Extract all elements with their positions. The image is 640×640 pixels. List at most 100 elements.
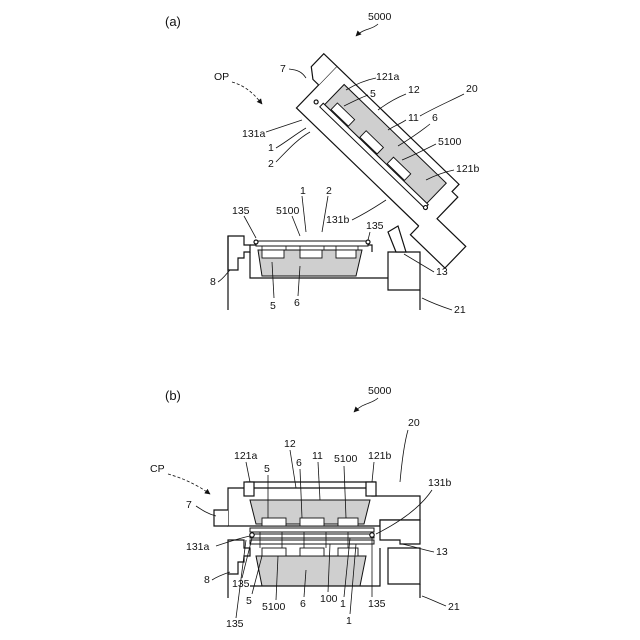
leader-131b (352, 200, 386, 220)
label-5-lower-b: 5 (246, 595, 252, 607)
clip-135-right (366, 240, 370, 244)
upper-cell-2 (300, 518, 324, 526)
label-121a: 121a (376, 71, 400, 83)
label-5100: 5100 (438, 136, 462, 148)
label-6-b: 6 (296, 457, 302, 469)
lower-plate (256, 241, 368, 246)
label-7-b: 7 (186, 499, 192, 511)
label-7: 7 (280, 63, 286, 75)
leader-8-b (212, 572, 230, 580)
label-6-lower: 6 (294, 297, 300, 309)
label-21-b: 21 (448, 601, 460, 613)
lower-gray-holder-b (256, 556, 366, 586)
lower-cell-ticks (262, 246, 358, 250)
label-1-b: 1 (340, 598, 346, 610)
label-5-lower: 5 (270, 300, 276, 312)
lower-cell-2 (300, 250, 322, 258)
label-121b-b: 121b (368, 450, 392, 462)
latch-121a (244, 482, 254, 496)
hinge-link (388, 226, 406, 252)
label-131b: 131b (326, 214, 350, 226)
panel-a-caption: (a) (165, 14, 181, 29)
upper-cell-1 (262, 518, 286, 526)
label-5100-b: 5100 (334, 453, 358, 465)
label-11: 11 (408, 112, 419, 124)
left-notch (228, 236, 250, 270)
leader-21-b (422, 596, 446, 606)
leader-5100-lower (292, 216, 300, 236)
leader-121a-b (246, 462, 250, 482)
label-2: 2 (268, 158, 274, 170)
label-100-b: 100 (320, 593, 338, 605)
lower-cell-1 (262, 250, 284, 258)
label-1: 1 (268, 142, 274, 154)
leader-5000 (356, 24, 378, 36)
upper-cell-3 (338, 518, 358, 526)
label-5000-b: 5000 (368, 385, 392, 397)
leader-7-b (196, 506, 216, 516)
label-135-right: 135 (366, 220, 384, 232)
label-11-b: 11 (312, 450, 323, 462)
label-121a-b: 121a (234, 450, 258, 462)
clip-135-left (254, 240, 258, 244)
clip-135-right-b (370, 533, 374, 537)
lower-plate-b (250, 540, 374, 544)
label-21: 21 (454, 304, 466, 316)
label-cp: CP (150, 463, 165, 475)
label-op: OP (214, 71, 229, 83)
lower-cell-1-b (262, 548, 286, 556)
label-135-right-b: 135 (368, 598, 386, 610)
lower-cell-3 (336, 250, 356, 258)
tilted-lid (275, 54, 493, 268)
upper-plate-b (250, 528, 374, 532)
label-12: 12 (408, 84, 420, 96)
leader-12 (378, 94, 406, 110)
leader-135-right (368, 232, 370, 240)
hinge-block (388, 252, 420, 290)
leader-20-b (400, 430, 408, 482)
label-12-b: 12 (284, 438, 296, 450)
label-5: 5 (370, 88, 376, 100)
label-20-b: 20 (408, 417, 420, 429)
leader-5000-b (354, 398, 378, 412)
label-6-lower-b: 6 (300, 598, 306, 610)
label-6: 6 (432, 112, 438, 124)
leader-21 (422, 298, 452, 310)
label-131b-b: 131b (428, 477, 452, 489)
label-5-b: 5 (264, 463, 270, 475)
label-5100-lower: 5100 (276, 205, 300, 217)
hinge-block-b (380, 520, 420, 544)
leader-20 (420, 94, 464, 116)
label-8-b: 8 (204, 574, 210, 586)
hook-7-b (214, 510, 228, 526)
panel-a: (a) 5000 OP (165, 11, 494, 316)
label-13-b: 13 (436, 546, 448, 558)
latch-121b (366, 482, 376, 496)
label-1-bottom-b: 1 (346, 615, 352, 627)
leader-1-lower (302, 196, 306, 232)
leader-121b-b (372, 462, 374, 482)
cp-arrow (168, 474, 210, 494)
op-arrow (232, 82, 262, 104)
panel-b-caption: (b) (165, 388, 181, 403)
label-131a-b: 131a (186, 541, 210, 553)
label-5000: 5000 (368, 11, 392, 23)
base-notch-b (228, 540, 250, 574)
label-131a: 131a (242, 128, 266, 140)
label-5100-lower-b: 5100 (262, 601, 286, 613)
lower-cell-2-b (300, 548, 324, 556)
label-1-lower: 1 (300, 185, 306, 197)
lower-base (228, 226, 420, 310)
label-135: 135 (232, 205, 250, 217)
label-135-bottom-b: 135 (226, 618, 244, 630)
middle-plate-b (250, 534, 374, 538)
label-8: 8 (210, 276, 216, 288)
label-121b: 121b (456, 163, 480, 175)
label-20: 20 (466, 83, 478, 95)
leader-7 (289, 69, 306, 78)
label-13: 13 (436, 266, 448, 278)
leader-135 (244, 216, 256, 238)
base-block-b (388, 548, 420, 584)
leader-131a (266, 120, 302, 132)
